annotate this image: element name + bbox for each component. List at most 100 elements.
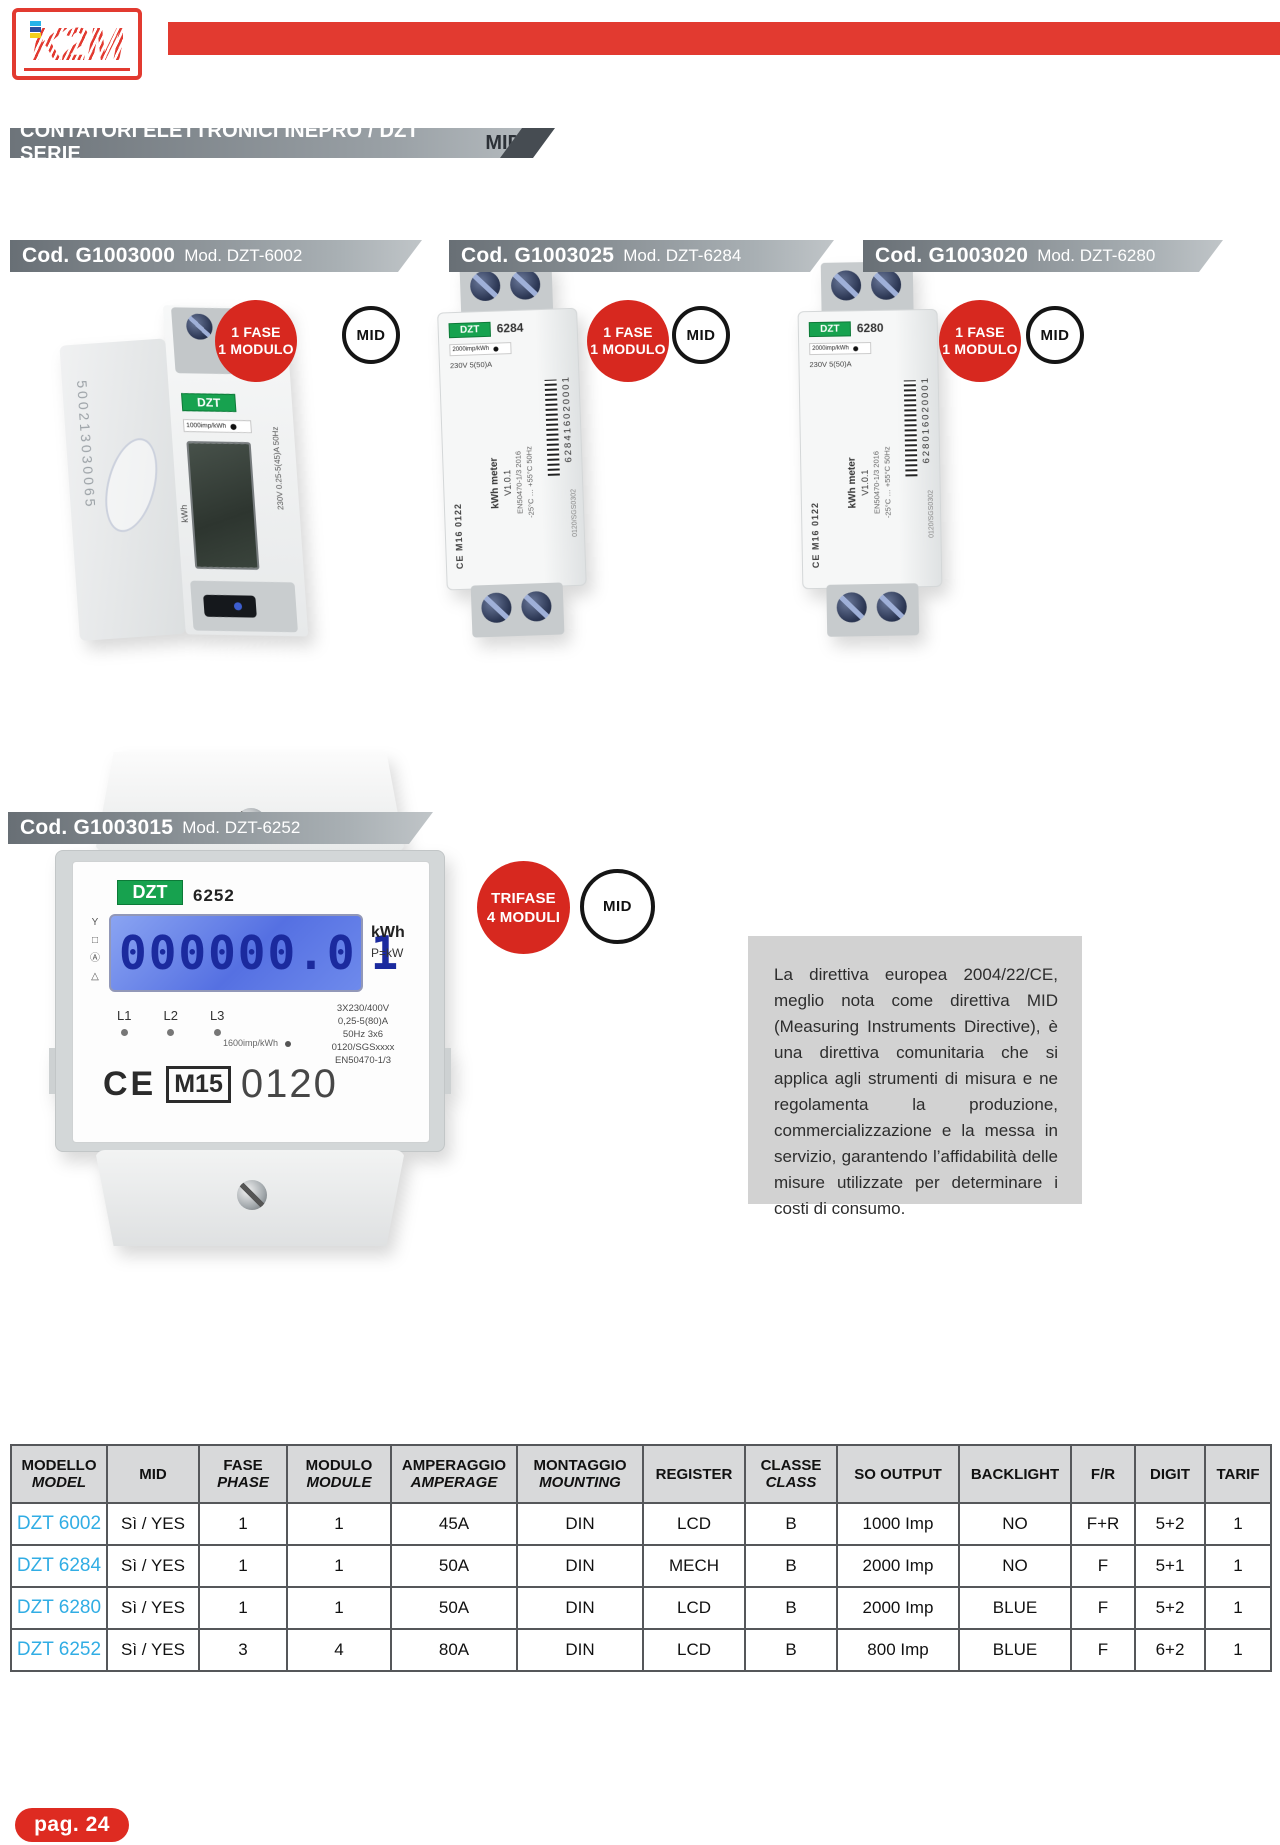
page-number-label: pag. 24 — [34, 1813, 110, 1836]
phase-badge-line2: 1 MODULO — [218, 341, 294, 357]
cell-backlight: BLUE — [958, 1586, 1072, 1630]
lcd-units: kWh P=kW — [371, 924, 405, 960]
table-row-dzt-6280: DZT 6280 Sì / YES 1 1 50A DIN LCD B 2000… — [10, 1586, 1272, 1630]
section-banner: CONTATORI ELETTRONICI INEPRO / DZT SERIE… — [10, 128, 555, 158]
serial-number: 628016020001 — [919, 375, 933, 464]
certificate-stamp — [96, 432, 167, 538]
phase-indicator-labels: L1 L2 L3 — [117, 1008, 224, 1036]
cell-digit: 5+2 — [1134, 1586, 1206, 1630]
dzt-brand-label: DZT — [808, 321, 851, 338]
ce-mark-row: CE M15 0120 — [103, 1062, 338, 1107]
cell-fr: F+R — [1070, 1502, 1136, 1546]
cell-fase: 1 — [198, 1544, 288, 1588]
screw-icon — [480, 592, 512, 624]
cell-register: MECH — [642, 1544, 746, 1588]
meter-photo-dzt-6284: DZT 6284 2000imp/kWh 230V 5(50)A kWh met… — [423, 259, 606, 643]
header-fr: F/R — [1070, 1444, 1136, 1504]
screw-icon — [520, 590, 552, 622]
meter-spec-text: 3X230/400V 0,25-5(80)A 50Hz 3x6 0120/SGS… — [331, 1003, 395, 1066]
phase-badge-line2: 4 MODULI — [486, 908, 561, 926]
mid-badge-label: MID — [356, 326, 386, 344]
screw-icon — [870, 269, 902, 301]
cell-model: DZT 6252 — [10, 1628, 108, 1672]
lcd-digits: 000000.0 — [119, 926, 357, 980]
cell-amperaggio: 50A — [390, 1586, 518, 1630]
serial-number: 500213030065 — [73, 379, 99, 510]
cert-number: 0120/SGS0302 — [927, 489, 936, 538]
lcd-side-icons: Y□Ⓐ△ — [90, 917, 100, 982]
mid-badge: MID — [342, 306, 400, 364]
cert-number: 0120/SGS0302 — [570, 488, 580, 537]
barcode — [544, 379, 560, 476]
impulse-rate-text: 1000imp/kWh — [186, 422, 227, 430]
cell-backlight: NO — [958, 1544, 1072, 1588]
serial-number: 628416020001 — [560, 374, 575, 463]
cell-so-output: 800 Imp — [836, 1628, 960, 1672]
cell-montaggio: DIN — [516, 1628, 644, 1672]
mid-badge-label: MID — [686, 326, 716, 344]
section-title-highlight: MID — [485, 131, 522, 154]
phase-badge-line1: 1 FASE — [603, 324, 653, 340]
cell-model: DZT 6284 — [10, 1544, 108, 1588]
cell-montaggio: DIN — [516, 1502, 644, 1546]
page-number-badge: pag. 24 — [15, 1808, 129, 1842]
meter-model-number: 6280 — [856, 320, 884, 336]
unit-label: kWh — [371, 924, 405, 941]
dzt-brand-label: DZT — [181, 393, 237, 413]
cell-classe: B — [744, 1502, 838, 1546]
dzt-brand-label: DZT — [117, 880, 183, 905]
phase-badge-line1: 1 FASE — [231, 324, 281, 340]
pulse-dot-icon — [852, 345, 858, 351]
phase-badge: 1 FASE 1 MODULO — [939, 300, 1021, 382]
meter-spec-text: kWh meter V1.0.1 EN50470-1/3 2016 -25°C … — [485, 376, 539, 590]
ce-mark: CE M16 0122 — [452, 502, 466, 570]
product-model: Mod. DZT-6284 — [623, 246, 742, 265]
mid-badge: MID — [580, 869, 655, 944]
logo-color-chips-icon — [30, 21, 41, 39]
header-backlight: BACKLIGHT — [958, 1444, 1072, 1504]
table-row-dzt-6002: DZT 6002 Sì / YES 1 1 45A DIN LCD B 1000… — [10, 1502, 1272, 1546]
product-code: Cod. G1003000 — [22, 244, 176, 267]
cell-amperaggio: 50A — [390, 1544, 518, 1588]
meter-photo-dzt-6280: DZT 6280 2000imp/kWh 230V 5(50)A kWh met… — [785, 261, 962, 642]
cell-amperaggio: 45A — [390, 1502, 518, 1546]
top-red-bar — [168, 22, 1280, 55]
cell-so-output: 1000 Imp — [836, 1502, 960, 1546]
cell-classe: B — [744, 1628, 838, 1672]
meter-faceplate: DZT 6252 Y□Ⓐ△ 000000.0 1 kWh P=kW L1 L2 … — [72, 861, 430, 1143]
header-digit: DIGIT — [1134, 1444, 1206, 1504]
mid-badge: MID — [1026, 306, 1084, 364]
cell-tarif: 1 — [1204, 1544, 1272, 1588]
screw-icon — [836, 592, 867, 623]
cell-fase: 1 — [198, 1502, 288, 1546]
mid-year-mark: M15 — [166, 1066, 231, 1103]
cell-tarif: 1 — [1204, 1502, 1272, 1546]
meter-front-panel: DZT 6252 Y□Ⓐ△ 000000.0 1 kWh P=kW L1 L2 … — [55, 850, 445, 1152]
cell-modulo: 1 — [286, 1502, 392, 1546]
pulse-dot-icon — [284, 1040, 291, 1047]
dzt-brand-label: DZT — [448, 321, 491, 339]
cell-model: DZT 6280 — [10, 1586, 108, 1630]
product-header-dzt-6284: Cod. G1003025 Mod. DZT-6284 — [449, 240, 834, 272]
product-header-dzt-6252: Cod. G1003015 Mod. DZT-6252 — [8, 812, 433, 844]
cell-digit: 5+2 — [1134, 1502, 1206, 1546]
ce-mark: CE — [103, 1065, 157, 1103]
phase-badge-line1: 1 FASE — [955, 324, 1005, 340]
product-header-dzt-6002: Cod. G1003000 Mod. DZT-6002 — [10, 240, 422, 272]
section-banner-body: CONTATORI ELETTRONICI INEPRO / DZT SERIE… — [10, 128, 522, 158]
phase-badge: TRIFASE 4 MODULI — [477, 861, 570, 954]
product-model: Mod. DZT-6280 — [1037, 246, 1156, 265]
cell-backlight: NO — [958, 1502, 1072, 1546]
logo-text: K2M — [31, 18, 124, 70]
cell-fr: F — [1070, 1586, 1136, 1630]
k2m-logo: K2M — [12, 8, 142, 80]
screw-icon — [830, 270, 862, 301]
cell-fase: 1 — [198, 1586, 288, 1630]
impulse-rate-text: 2000imp/kWh — [812, 345, 849, 353]
cell-register: LCD — [642, 1586, 746, 1630]
